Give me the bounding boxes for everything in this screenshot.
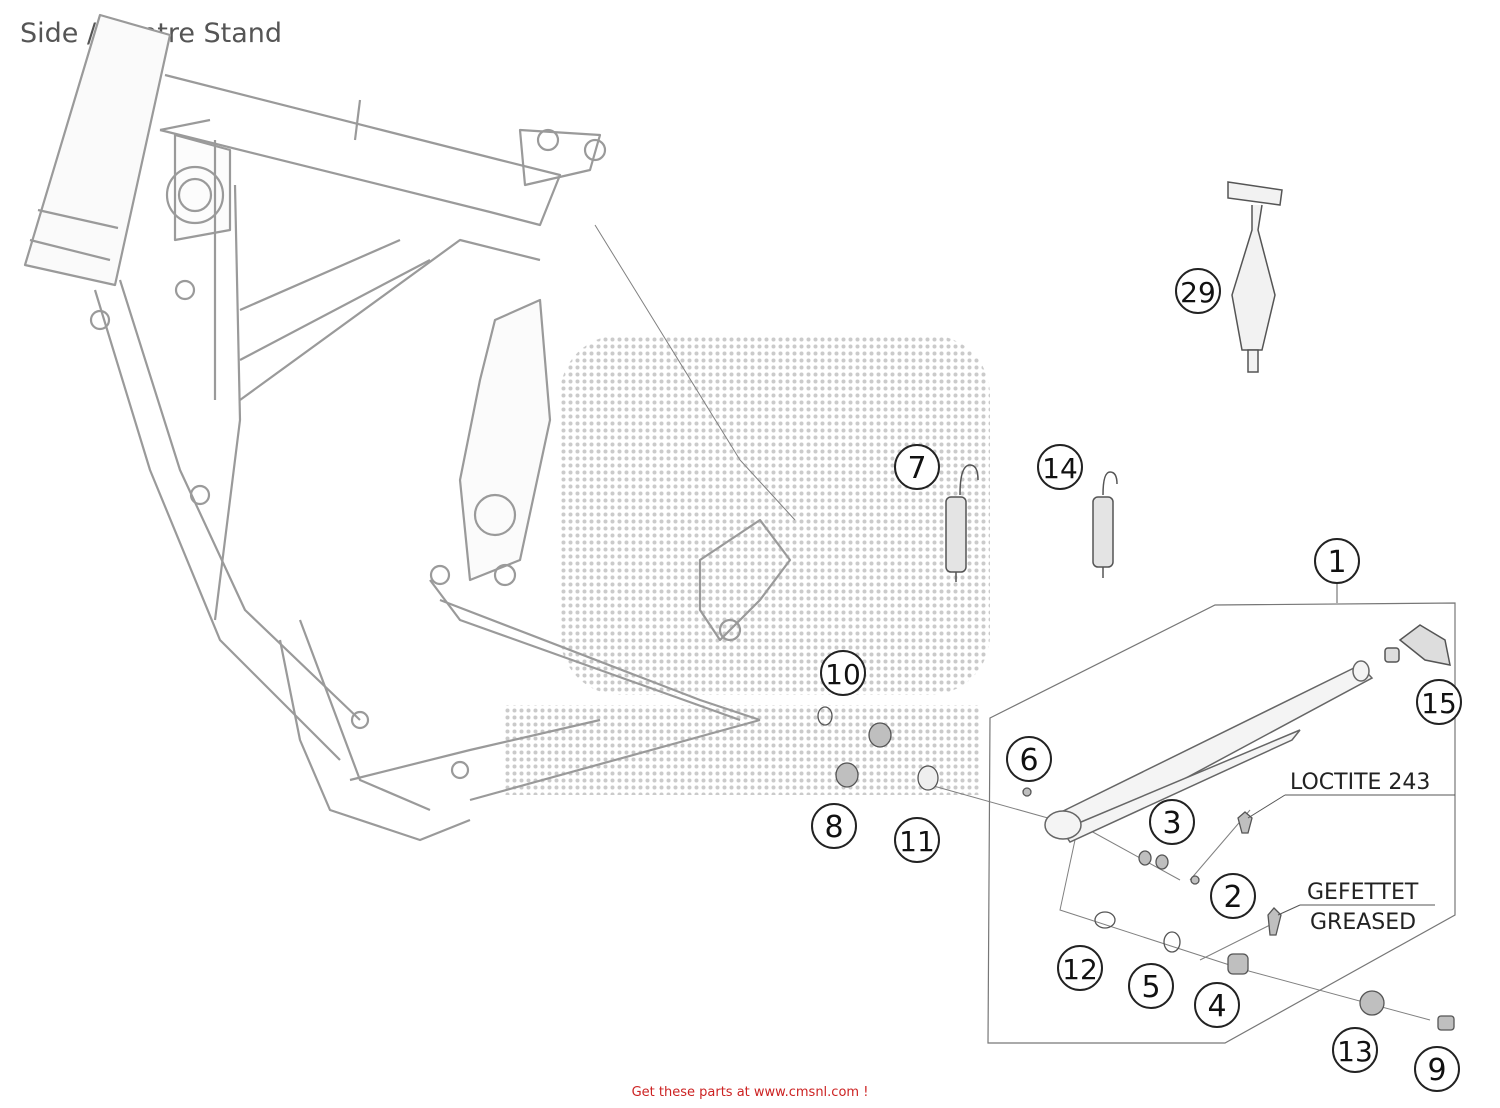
svg-text:6: 6: [1019, 743, 1038, 778]
svg-text:11: 11: [899, 825, 935, 858]
note-loctite: LOCTITE 243: [1290, 770, 1430, 795]
callout-12: 12: [1057, 945, 1103, 991]
svg-text:7: 7: [907, 451, 926, 486]
watermark: [505, 335, 990, 795]
callout-2: 2: [1210, 873, 1256, 919]
callout-8: 8: [811, 803, 857, 849]
svg-text:13: 13: [1337, 1035, 1373, 1068]
svg-text:14: 14: [1042, 452, 1078, 485]
notes: LOCTITE 243 GEFETTET GREASED: [1247, 770, 1455, 935]
svg-text:29: 29: [1180, 276, 1216, 309]
callout-4: 4: [1194, 982, 1240, 1028]
svg-text:3: 3: [1162, 806, 1181, 841]
svg-text:12: 12: [1062, 953, 1098, 986]
callout-3: 3: [1149, 799, 1195, 845]
svg-text:8: 8: [824, 810, 843, 845]
leader-lines: [594, 224, 1431, 1021]
callout-9: 9: [1414, 1046, 1460, 1092]
tool-29: [1227, 181, 1283, 373]
callout-7: 7: [894, 444, 940, 490]
motorcycle-frame: [23, 13, 792, 842]
callout-6: 6: [1006, 736, 1052, 782]
spring-7: [945, 464, 979, 582]
svg-text:2: 2: [1223, 880, 1242, 915]
callouts: 1 2 3 4 5 6 7 8 9 10 11 12 13 14 15 29: [811, 268, 1462, 1092]
callout-10: 10: [820, 650, 866, 696]
kit-outline: [987, 602, 1456, 1044]
small-parts: [817, 706, 1455, 1031]
svg-text:1: 1: [1327, 545, 1346, 580]
side-stand: [1044, 660, 1374, 843]
callout-5: 5: [1128, 963, 1174, 1009]
callout-11: 11: [894, 817, 940, 863]
callout-13: 13: [1332, 1027, 1378, 1073]
note-greased-en: GREASED: [1310, 910, 1416, 935]
svg-text:5: 5: [1141, 970, 1160, 1005]
note-greased-de: GEFETTET: [1307, 880, 1419, 905]
svg-text:9: 9: [1427, 1053, 1446, 1088]
spring-14: [1092, 471, 1118, 578]
callout-29: 29: [1175, 268, 1221, 314]
callout-1: 1: [1314, 538, 1360, 584]
footer-link[interactable]: Get these parts at www.cmsnl.com !: [631, 1085, 869, 1100]
callout-14: 14: [1037, 444, 1083, 490]
stand-foot: [1384, 624, 1451, 666]
svg-text:15: 15: [1421, 687, 1457, 720]
svg-text:10: 10: [825, 658, 861, 691]
callout-15: 15: [1416, 679, 1462, 725]
svg-text:4: 4: [1207, 989, 1226, 1024]
